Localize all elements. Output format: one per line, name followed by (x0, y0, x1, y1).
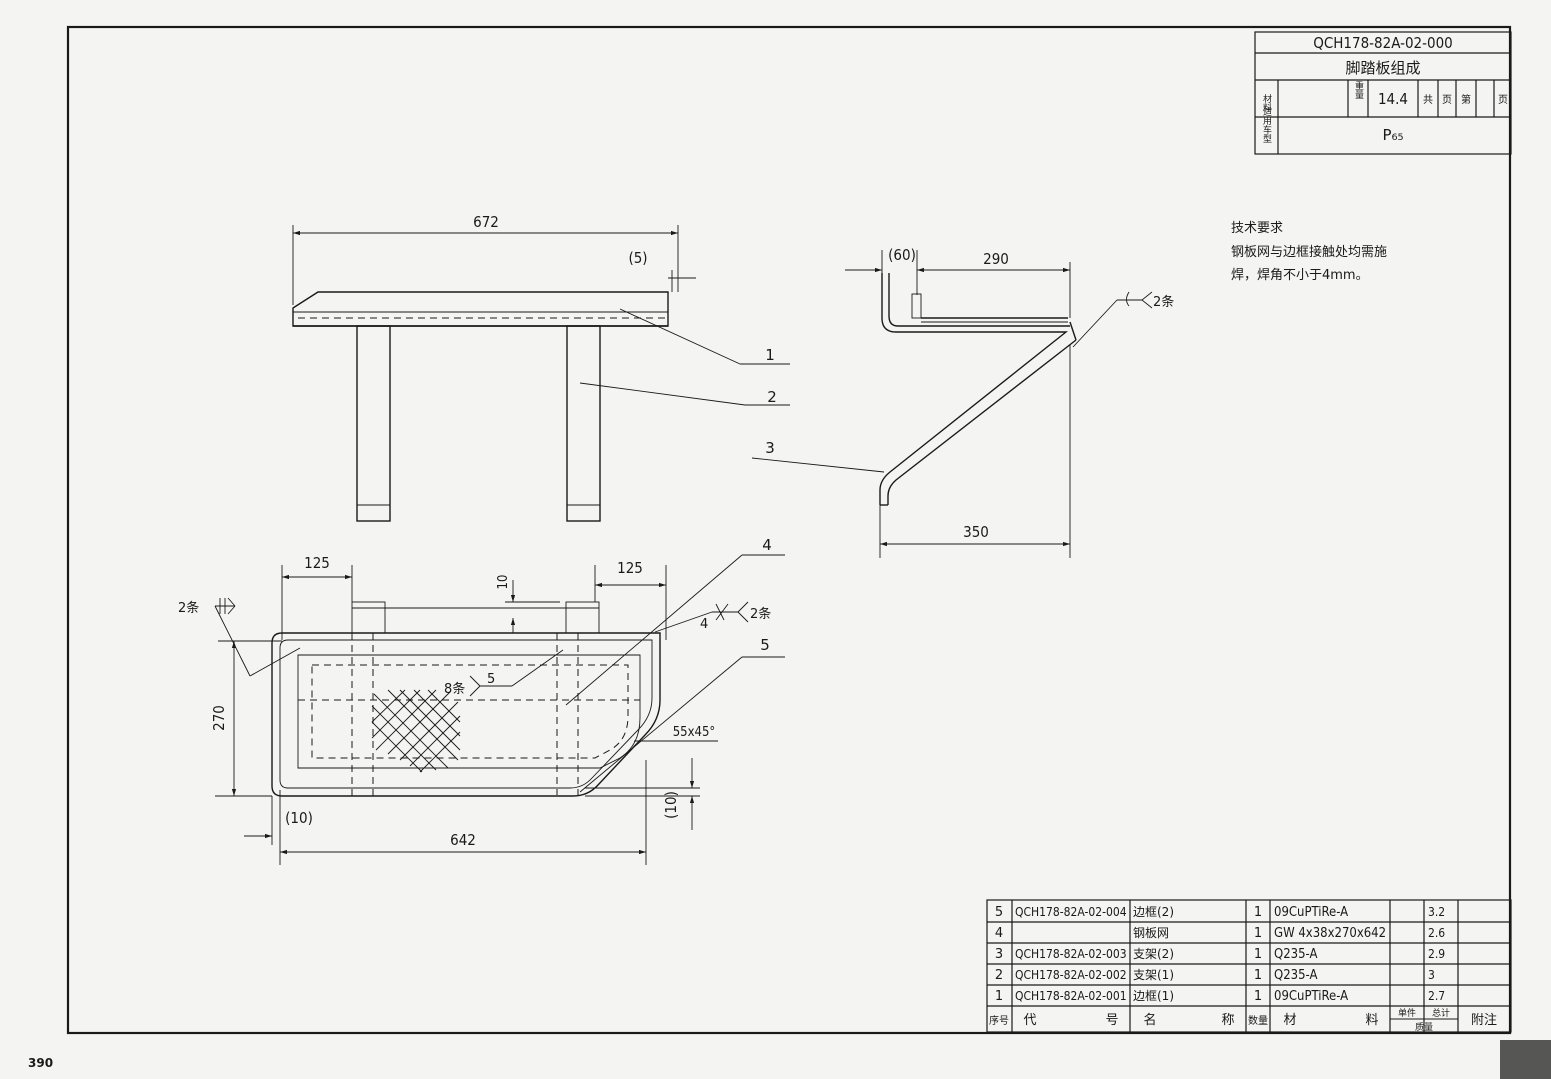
parts-cell-name: 钢板网 (1133, 926, 1169, 940)
dim-125-left: 125 (304, 554, 330, 572)
parts-cell-code: QCH178-82A-02-004 (1015, 905, 1127, 919)
parts-cell-unit: 2.6 (1428, 926, 1445, 940)
dim-125-right: 125 (617, 559, 643, 577)
header-name-b: 称 (1221, 1013, 1234, 1028)
parts-cell-qty: 1 (1254, 926, 1262, 941)
header-mat-b: 料 (1365, 1013, 1378, 1028)
header-total-wt: 总计 (1432, 1007, 1450, 1019)
balloon-5: 5 (760, 636, 770, 654)
parts-cell-qty: 1 (1254, 968, 1262, 983)
dim-60: (60) (888, 246, 916, 264)
parts-cell-qty: 1 (1254, 947, 1262, 962)
tech-heading: 技术要求 (1231, 221, 1283, 236)
parts-cell-code: QCH178-82A-02-001 (1015, 989, 1127, 1003)
tech-line-2: 焊，焊角不小于4mm。 (1231, 267, 1369, 283)
parts-cell-unit: 2.7 (1428, 989, 1445, 1003)
header-name-a: 名 (1143, 1012, 1156, 1028)
balloon-1: 1 (765, 346, 775, 364)
applicable-label: 适用车型 (1261, 107, 1272, 143)
parts-cell-seq: 3 (995, 947, 1003, 962)
balloon-3: 3 (765, 439, 775, 457)
header-qty: 数量 (1248, 1014, 1268, 1027)
parts-cell-code: QCH178-82A-02-002 (1015, 968, 1127, 982)
title-block: QCH178-82A-02-000 脚踏板组成 材料 重量 14.4 共 页 第… (1254, 31, 1512, 155)
parts-cell-unit: 3 (1428, 968, 1435, 982)
page-label-2: 页 (1498, 94, 1508, 106)
parts-cell-material: 09CuPTiRe-A (1274, 989, 1348, 1004)
applicable-value: P₆₅ (1382, 126, 1403, 144)
total-label: 共 (1423, 94, 1433, 106)
header-note: 附注 (1471, 1013, 1497, 1028)
header-unit-wt: 单件 (1398, 1007, 1416, 1019)
parts-cell-seq: 2 (995, 968, 1003, 983)
header-mat-a: 材 (1283, 1013, 1296, 1028)
parts-list: 5 QCH178-82A-02-004 边框(2) 1 09CuPTiRe-A 3.2 4 钢… (986, 899, 1512, 1033)
parts-cell-qty: 1 (1254, 989, 1262, 1004)
drawing-frame (66, 25, 1512, 1035)
parts-cell-code: QCH178-82A-02-003 (1015, 947, 1127, 961)
parts-cell-unit: 3.2 (1428, 905, 1445, 919)
page-shadow (1500, 1040, 1551, 1079)
header-seq: 序号 (989, 1014, 1009, 1027)
dim-10-right: (10) (662, 791, 680, 819)
parts-cell-seq: 1 (995, 989, 1003, 1004)
weld-note-side: 2条 (1153, 294, 1174, 310)
weld-note-right: 2条 (750, 606, 771, 622)
dim-642: 642 (450, 831, 476, 849)
parts-cell-material: 09CuPTiRe-A (1274, 905, 1348, 920)
weight-label: 重量 (1353, 80, 1364, 99)
dim-5: (5) (628, 249, 647, 267)
side-view: (60) 290 350 3 2条 (751, 246, 1174, 558)
parts-row: 4 钢板网 1 GW 4x38x270x642 2.6 (995, 926, 1445, 941)
parts-cell-name: 边框(2) (1133, 905, 1174, 919)
drawing-name: 脚踏板组成 (1345, 59, 1420, 77)
weld-size-center: 5 (487, 672, 495, 687)
technical-requirements: 技术要求 钢板网与边框接触处均需施 焊，焊角不小于4mm。 (1231, 221, 1387, 283)
parts-cell-name: 边框(1) (1133, 989, 1174, 1003)
page-label: 页 (1442, 94, 1452, 106)
dim-672: 672 (473, 213, 499, 231)
weight-value: 14.4 (1378, 90, 1408, 108)
material-label: 材料 (1261, 93, 1272, 113)
dim-10: 10 (496, 575, 511, 590)
parts-cell-name: 支架(2) (1133, 947, 1174, 961)
dim-350: 350 (963, 523, 989, 541)
parts-row: 1 QCH178-82A-02-001 边框(1) 1 09CuPTiRe-A 2.7 (995, 989, 1445, 1004)
page-number: 390 (28, 1056, 53, 1070)
parts-row: 2 QCH178-82A-02-002 支架(1) 1 Q235-A 3 (995, 968, 1435, 983)
header-mass: 质量 (1415, 1021, 1433, 1033)
parts-cell-material: Q235-A (1274, 947, 1317, 962)
weld-note-center: 8条 (444, 681, 465, 697)
parts-row: 5 QCH178-82A-02-004 边框(2) 1 09CuPTiRe-A 3.2 (995, 905, 1445, 920)
balloon-4: 4 (762, 536, 772, 554)
dim-290: 290 (983, 250, 1009, 268)
parts-cell-material: Q235-A (1274, 968, 1317, 983)
drawing-number: QCH178-82A-02-000 (1313, 34, 1453, 52)
top-view: 125 125 10 270 (10) 642 (10) 55x45° (178, 536, 785, 865)
weld-note-left: 2条 (178, 600, 199, 616)
balloon-2: 2 (767, 388, 777, 406)
header-code-a: 代 (1023, 1013, 1036, 1028)
mesh-pattern (371, 689, 461, 773)
weld-size-right: 4 (700, 617, 708, 632)
header-code-b: 号 (1105, 1013, 1118, 1028)
sheet-label: 第 (1461, 93, 1471, 106)
front-view: 672 (5) 1 2 (292, 213, 790, 522)
dim-10-left: (10) (285, 809, 313, 827)
parts-row: 3 QCH178-82A-02-003 支架(2) 1 Q235-A 2.9 (995, 947, 1445, 962)
parts-cell-unit: 2.9 (1428, 947, 1445, 961)
dim-270: 270 (210, 705, 228, 731)
parts-cell-seq: 4 (995, 926, 1003, 941)
parts-cell-seq: 5 (995, 905, 1003, 920)
parts-cell-name: 支架(1) (1133, 968, 1174, 982)
tech-line-1: 钢板网与边框接触处均需施 (1231, 244, 1387, 260)
parts-cell-qty: 1 (1254, 905, 1262, 920)
parts-cell-material: GW 4x38x270x642 (1274, 926, 1386, 941)
dim-chamfer: 55x45° (673, 725, 716, 740)
